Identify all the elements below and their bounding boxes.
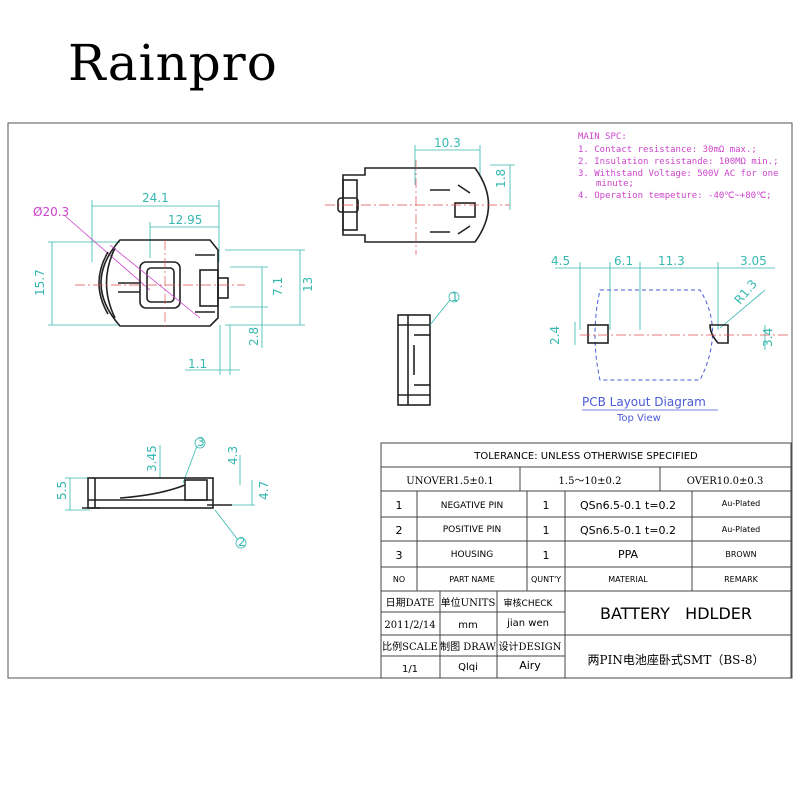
dim-diameter: Ø20.3 [33, 205, 69, 219]
main-spec-line-1: 1. Contact resistance: 30mΩ max.; [578, 145, 757, 155]
dim-pcb-a: 4.5 [551, 254, 570, 268]
part-2-qty: 1 [543, 524, 550, 537]
part-1-remark: Au-Plated [722, 499, 761, 508]
pcb-layout [555, 262, 790, 381]
dim-pcb-c: 11.3 [658, 254, 685, 268]
part-2-remark: Au-Plated [722, 525, 761, 534]
dim-side-h3: 5.5 [55, 481, 69, 500]
main-spec-line-5: 4. Operation tempeture: -40℃~+80℃; [578, 191, 772, 201]
header-part-name: PART NAME [449, 575, 495, 584]
brand-logo-text: Rainpro [68, 34, 278, 92]
scale-value: 1/1 [402, 664, 418, 675]
dim-pcb-b: 6.1 [614, 254, 633, 268]
units-label: 单位UNITS [441, 596, 496, 609]
tolerance-over: OVER10.0±0.3 [687, 476, 764, 487]
part-2-material: QSn6.5-0.1 t=0.2 [580, 524, 676, 537]
part-1-name: NEGATIVE PIN [441, 501, 504, 511]
dim-height-left: 15.7 [33, 269, 47, 296]
dim-offset: 1.1 [188, 357, 207, 371]
design-label: 设计DESIGN [499, 640, 562, 653]
title-block [380, 590, 792, 679]
header-remark: REMARK [724, 575, 759, 584]
parts-table [380, 442, 792, 592]
bottom-side-view [65, 437, 255, 549]
dim-pcb-h2: 3.4 [761, 328, 775, 347]
callout-1-circle [448, 291, 460, 303]
date-value: 2011/2/14 [384, 620, 435, 631]
dim-outer-height: 13 [301, 277, 315, 292]
part-1-qty: 1 [543, 499, 550, 512]
check-label: 审核CHECK [504, 597, 554, 609]
draw-label: 制图 DRAW [440, 640, 497, 653]
main-spec-line-2: 2. Insulation resistande: 100MΩ min.; [578, 157, 778, 167]
part-2-no: 2 [396, 524, 403, 537]
dim-side-h2: 4.3 [226, 446, 240, 465]
header-qty: QUNT'Y [531, 575, 561, 584]
top-view [325, 145, 515, 255]
main-spec-line-3: 3. Withstand Voltage: 500V AC for one [578, 169, 778, 179]
dim-small-height: 2.8 [247, 327, 261, 346]
dim-inner-width: 12.95 [168, 213, 202, 227]
part-3-remark: BROWN [725, 550, 756, 559]
dim-side-h4: 4.7 [257, 481, 271, 500]
part-2-name: POSITIVE PIN [443, 525, 502, 535]
units-value: mm [458, 620, 477, 631]
callout-2: 2 [238, 535, 246, 549]
dim-side-h1: 3.45 [145, 445, 159, 472]
draw-value: Qlqi [458, 662, 478, 673]
part-3-qty: 1 [543, 549, 550, 562]
part-3-no: 3 [396, 549, 403, 562]
main-spec-line-4: minute; [596, 179, 634, 189]
scale-label: 比例SCALE [382, 640, 438, 653]
callout-1: 1 [451, 290, 459, 304]
tolerance-mid: 1.5～10±0.2 [559, 476, 622, 487]
dim-inner-height: 7.1 [271, 277, 285, 296]
side-view [397, 291, 460, 406]
tolerance-under: UNOVER1.5±0.1 [406, 476, 493, 487]
front-view [48, 200, 305, 375]
part-1-no: 1 [396, 499, 403, 512]
product-title: BATTERY HDLDER [600, 604, 752, 623]
dim-overall-width: 24.1 [142, 191, 169, 205]
part-3-material: PPA [618, 548, 639, 561]
dim-pcb-d: 3.05 [740, 254, 767, 268]
header-material: MATERIAL [608, 575, 648, 584]
callout-3: 3 [197, 435, 205, 449]
part-1-material: QSn6.5-0.1 t=0.2 [580, 499, 676, 512]
dim-pcb-radius: R1.3 [732, 277, 760, 307]
header-no: NO [393, 575, 405, 584]
product-description: 两PIN电池座卧式SMT（BS-8） [588, 652, 765, 667]
date-label: 日期DATE [386, 597, 435, 609]
tolerance-title: TOLERANCE: UNLESS OTHERWISE SPECIFIED [473, 451, 698, 462]
part-3-name: HOUSING [451, 550, 494, 560]
pcb-subtitle: Top View [616, 413, 661, 424]
main-spec: MAIN SPC: 1. Contact resistance: 30mΩ ma… [578, 132, 778, 201]
dim-top-width: 10.3 [434, 136, 461, 150]
dim-pcb-h1: 2.4 [548, 326, 562, 345]
dim-top-height: 1.8 [494, 169, 508, 188]
design-value: Airy [519, 659, 541, 672]
check-value: jian wen [506, 618, 549, 629]
pcb-title: PCB Layout Diagram [582, 395, 706, 409]
main-spec-title: MAIN SPC: [578, 132, 627, 142]
